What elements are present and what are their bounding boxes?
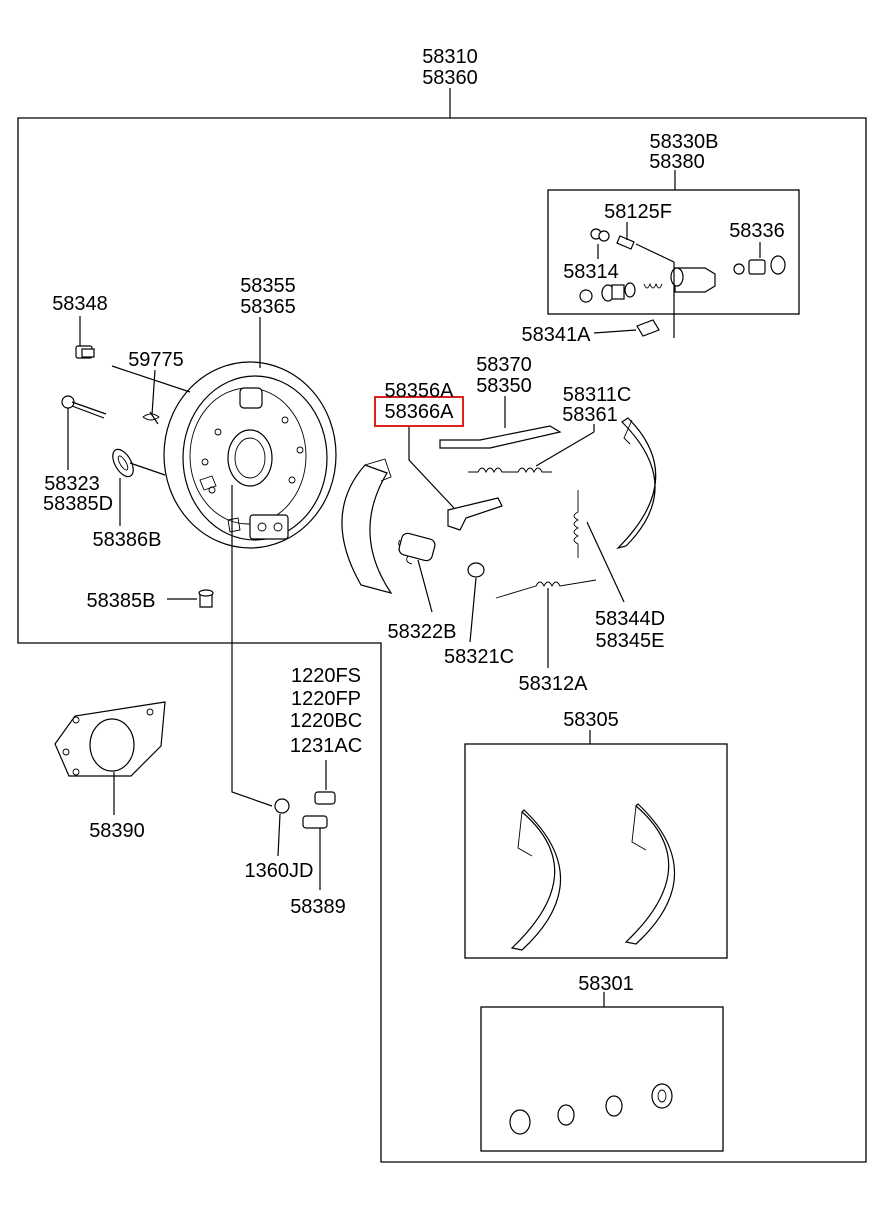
grommet-part[interactable]: [109, 446, 138, 480]
label-58305[interactable]: 58305: [563, 709, 619, 731]
label-58348[interactable]: 58348: [52, 293, 108, 315]
strut-part[interactable]: [439, 425, 562, 449]
kit-shoe-right[interactable]: [624, 803, 676, 945]
label-58311c[interactable]: 58311C: [563, 384, 632, 406]
label-58385d[interactable]: 58385D: [43, 493, 113, 515]
label-58361[interactable]: 58361: [562, 404, 618, 426]
repair-kit-parts[interactable]: [509, 1083, 673, 1135]
label-1231ac[interactable]: 1231AC: [290, 735, 362, 757]
lower-spring-part[interactable]: [495, 579, 597, 599]
repair-kit-frame: [480, 992, 724, 1152]
label-58312a[interactable]: 58312A: [519, 673, 589, 695]
label-58314[interactable]: 58314: [563, 261, 619, 283]
label-58125f[interactable]: 58125F: [604, 201, 672, 223]
washer-part[interactable]: [467, 562, 485, 578]
label-58386b[interactable]: 58386B: [93, 529, 162, 551]
hole-plug-part[interactable]: [198, 589, 214, 608]
label-58356a[interactable]: 58356A: [385, 380, 455, 402]
upper-spring-part[interactable]: [468, 467, 552, 474]
label-58385b[interactable]: 58385B: [87, 590, 156, 612]
label-58336[interactable]: 58336: [729, 220, 785, 242]
return-spring-part[interactable]: [573, 490, 580, 558]
label-58390[interactable]: 58390: [89, 820, 145, 842]
wheel-cylinder-parts[interactable]: [579, 228, 786, 337]
label-1220bc[interactable]: 1220BC: [290, 710, 362, 732]
label-1220fp[interactable]: 1220FP: [291, 688, 361, 710]
shoe-kit-frame: [464, 730, 728, 959]
bolt-small-part[interactable]: [302, 815, 328, 829]
label-58365[interactable]: 58365: [240, 296, 296, 318]
label-58322b[interactable]: 58322B: [388, 621, 457, 643]
label-58380[interactable]: 58380: [649, 151, 705, 173]
label-58389[interactable]: 58389: [290, 896, 346, 918]
label-58350[interactable]: 58350: [476, 375, 532, 397]
adjuster-spring-part[interactable]: [398, 532, 437, 565]
label-59775[interactable]: 59775: [128, 349, 184, 371]
label-58370[interactable]: 58370: [476, 354, 532, 376]
plug-part[interactable]: [75, 345, 95, 359]
spacer-plate[interactable]: [54, 701, 166, 777]
label-1360jd[interactable]: 1360JD: [245, 860, 314, 882]
brake-shoe-right[interactable]: [616, 417, 657, 550]
kit-shoe-left[interactable]: [510, 809, 562, 951]
brake-shoe-left[interactable]: [341, 458, 393, 594]
label-58344d[interactable]: 58344D: [595, 608, 665, 630]
leader-lines: [67, 222, 761, 890]
label-58323[interactable]: 58323: [44, 473, 100, 495]
adjuster-lever-part[interactable]: [447, 497, 503, 531]
label-58360[interactable]: 58360: [422, 67, 478, 89]
pin-part[interactable]: [61, 395, 107, 419]
clip-part[interactable]: [142, 411, 160, 425]
label-58330b[interactable]: 58330B: [650, 131, 719, 153]
highlight-box: [374, 396, 464, 427]
label-58345e[interactable]: 58345E: [596, 630, 665, 652]
assembly-frame: [17, 88, 867, 1163]
label-1220fs[interactable]: 1220FS: [291, 665, 361, 687]
nut-part[interactable]: [274, 798, 290, 814]
label-58301[interactable]: 58301: [578, 973, 634, 995]
label-58341a[interactable]: 58341A: [522, 324, 592, 346]
backing-plate[interactable]: [163, 361, 337, 549]
label-58366a[interactable]: 58366A: [385, 401, 455, 423]
label-58355[interactable]: 58355: [240, 275, 296, 297]
label-58310[interactable]: 58310: [422, 46, 478, 68]
label-58321c[interactable]: 58321C: [444, 646, 514, 668]
bolt-part[interactable]: [314, 791, 336, 805]
